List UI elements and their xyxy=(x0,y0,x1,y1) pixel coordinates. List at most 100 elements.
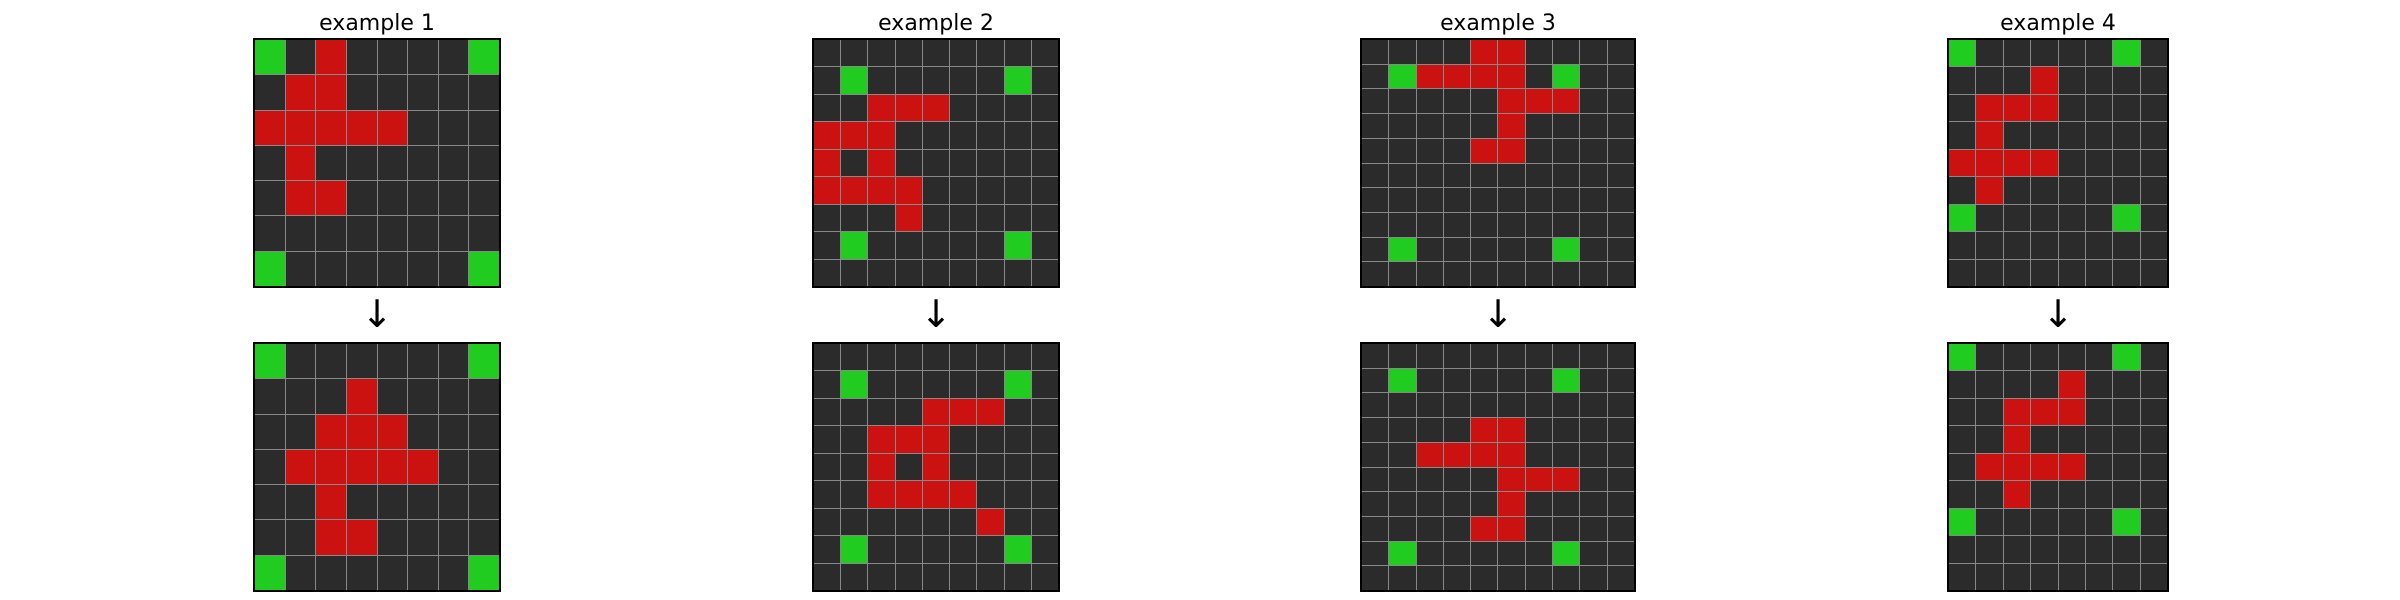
empty-cell xyxy=(841,204,868,232)
empty-cell xyxy=(377,145,408,181)
red-cell xyxy=(814,177,841,204)
green-cell xyxy=(469,555,499,590)
red-cell xyxy=(814,122,841,149)
empty-cell xyxy=(1976,426,2003,453)
green-cell xyxy=(1389,64,1416,89)
empty-cell xyxy=(1607,114,1634,138)
empty-cell xyxy=(438,216,469,251)
red-cell xyxy=(868,122,895,149)
empty-cell xyxy=(1389,516,1416,541)
empty-cell xyxy=(814,94,841,122)
empty-cell xyxy=(1362,393,1389,418)
red-cell xyxy=(922,398,950,426)
empty-cell xyxy=(1031,536,1058,563)
empty-cell xyxy=(1949,259,1976,286)
empty-cell xyxy=(1580,541,1607,566)
empty-cell xyxy=(255,485,285,520)
empty-cell xyxy=(1031,122,1058,149)
red-cell xyxy=(1471,442,1498,467)
empty-cell xyxy=(438,555,469,590)
empty-cell xyxy=(1976,563,2003,590)
empty-cell xyxy=(1525,262,1553,286)
red-cell xyxy=(814,149,841,177)
empty-cell xyxy=(1031,67,1058,94)
empty-cell xyxy=(1389,114,1416,138)
empty-cell xyxy=(255,181,285,216)
empty-cell xyxy=(2113,563,2140,590)
empty-cell xyxy=(1976,371,2003,398)
empty-cell xyxy=(1471,541,1498,566)
empty-cell xyxy=(1389,344,1416,368)
empty-cell xyxy=(841,453,868,481)
empty-cell xyxy=(1553,516,1580,541)
empty-cell xyxy=(2140,398,2167,426)
empty-cell xyxy=(950,232,977,259)
empty-cell xyxy=(1389,442,1416,467)
empty-cell xyxy=(1004,563,1031,590)
empty-cell xyxy=(2031,371,2058,398)
empty-cell xyxy=(438,344,469,379)
red-cell xyxy=(346,449,377,485)
empty-cell xyxy=(2140,232,2167,259)
empty-cell xyxy=(2085,481,2113,508)
empty-cell xyxy=(1389,89,1416,114)
red-cell xyxy=(950,481,977,508)
empty-cell xyxy=(255,145,285,181)
green-cell xyxy=(1004,232,1031,259)
red-cell xyxy=(255,110,285,145)
empty-cell xyxy=(1471,492,1498,516)
empty-cell xyxy=(1949,536,1976,563)
red-cell xyxy=(1976,94,2003,122)
empty-cell xyxy=(1471,163,1498,188)
empty-cell xyxy=(1580,566,1607,590)
empty-cell xyxy=(895,344,922,371)
empty-cell xyxy=(1580,64,1607,89)
output-grid xyxy=(1360,342,1636,592)
empty-cell xyxy=(1949,67,1976,94)
empty-cell xyxy=(895,40,922,67)
empty-cell xyxy=(1607,393,1634,418)
empty-cell xyxy=(1580,516,1607,541)
empty-cell xyxy=(1443,89,1471,114)
empty-cell xyxy=(2031,177,2058,204)
empty-cell xyxy=(977,177,1004,204)
empty-cell xyxy=(377,379,408,414)
example-3: example 3 ↓ xyxy=(1360,0,1636,600)
green-cell xyxy=(2113,40,2140,67)
empty-cell xyxy=(255,379,285,414)
empty-cell xyxy=(977,67,1004,94)
red-cell xyxy=(977,398,1004,426)
empty-cell xyxy=(2058,94,2085,122)
empty-cell xyxy=(469,75,499,110)
red-cell xyxy=(1471,516,1498,541)
red-cell xyxy=(868,426,895,453)
empty-cell xyxy=(377,485,408,520)
empty-cell xyxy=(1949,453,1976,481)
empty-cell xyxy=(255,449,285,485)
red-cell xyxy=(2003,481,2031,508)
empty-cell xyxy=(1607,40,1634,64)
red-cell xyxy=(1976,122,2003,149)
empty-cell xyxy=(438,449,469,485)
empty-cell xyxy=(1976,398,2003,426)
empty-cell xyxy=(1004,259,1031,286)
empty-cell xyxy=(841,563,868,590)
empty-cell xyxy=(255,216,285,251)
empty-cell xyxy=(1471,566,1498,590)
red-cell xyxy=(895,481,922,508)
empty-cell xyxy=(1471,114,1498,138)
empty-cell xyxy=(1580,212,1607,237)
empty-cell xyxy=(469,414,499,449)
empty-cell xyxy=(1553,442,1580,467)
red-cell xyxy=(977,508,1004,536)
empty-cell xyxy=(1443,492,1471,516)
down-arrow-icon: ↓ xyxy=(920,292,952,336)
empty-cell xyxy=(1949,563,1976,590)
red-cell xyxy=(1471,418,1498,442)
empty-cell xyxy=(438,40,469,75)
empty-cell xyxy=(1525,566,1553,590)
empty-cell xyxy=(977,259,1004,286)
empty-cell xyxy=(377,181,408,216)
empty-cell xyxy=(1976,204,2003,232)
empty-cell xyxy=(1004,40,1031,67)
